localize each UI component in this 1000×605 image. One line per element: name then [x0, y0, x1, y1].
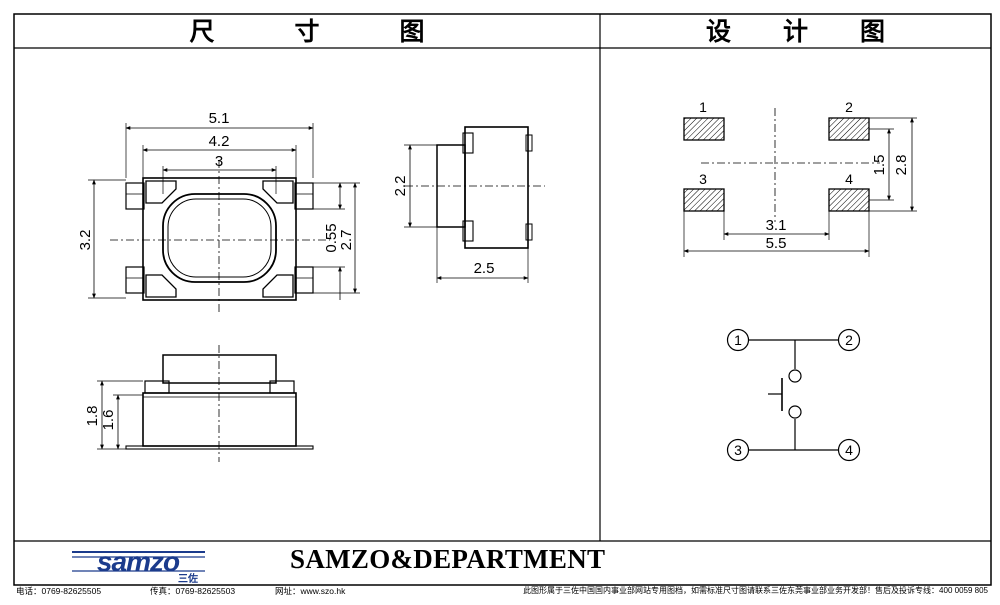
pad-label-4: 4	[845, 171, 853, 187]
pad-label-1: 1	[699, 99, 707, 115]
design-drawing-title: 设计图	[600, 15, 991, 47]
node-3	[726, 438, 750, 462]
title-char: 设	[705, 17, 731, 46]
pad-4	[828, 188, 870, 212]
front-view-labels: 1.8 1.6	[84, 406, 117, 431]
pad-2	[828, 117, 870, 141]
logo-subtext: 三佐	[178, 572, 198, 585]
title-char: 计	[782, 17, 808, 46]
footer-phone: 电话：0769-82625505	[16, 586, 102, 596]
title-char: 寸	[294, 17, 320, 46]
front-view	[97, 345, 314, 462]
dim-side-height: 2.2	[392, 176, 409, 197]
schematic-labels: 1 2 3 4	[734, 332, 853, 458]
dim-height-body: 2.7	[338, 230, 355, 251]
dim-height-outer: 3.2	[77, 230, 94, 251]
logo-wordmark: samzo	[97, 546, 180, 577]
pad-3	[683, 188, 725, 212]
dim-inner-x: 3.1	[766, 217, 787, 234]
node-4	[837, 438, 861, 462]
footer-website: 网址：www.szo.hk	[275, 586, 346, 596]
company-name: SAMZO&DEPARTMENT	[290, 544, 606, 574]
dim-total-height: 1.8	[84, 406, 101, 427]
dim-body-height: 1.6	[100, 410, 117, 431]
title-char: 尺	[189, 17, 215, 46]
node-2	[837, 328, 861, 352]
node-label-4: 4	[845, 442, 853, 458]
dim-side-depth: 2.5	[474, 260, 495, 277]
sheet-frame	[13, 13, 992, 586]
pad-1	[683, 117, 725, 141]
title-char: 图	[399, 17, 425, 46]
dim-width-inner: 3	[215, 153, 223, 170]
top-view-labels: 5.1 4.2 3 3.2 0.55 2.7	[77, 110, 355, 253]
footer-notice: 此图形属于三佐中国国内事业部网站专用图档，如需标准尺寸图请联系三佐东莞事业部业务…	[523, 586, 988, 595]
pad-layout-labels: 1 2 3 4 1.5 2.8 3.1 5.5	[699, 99, 910, 252]
dim-pin-width: 0.55	[323, 223, 340, 252]
side-view-labels: 2.2 2.5	[392, 176, 494, 277]
node-1	[726, 328, 750, 352]
pad-label-2: 2	[845, 99, 853, 115]
dim-width-outer: 5.1	[209, 110, 230, 127]
samzo-logo: samzo 三佐	[72, 546, 205, 585]
dimension-drawing-title: 尺寸图	[14, 15, 600, 47]
dim-span-y: 2.8	[893, 155, 910, 176]
node-label-2: 2	[845, 332, 853, 348]
node-label-1: 1	[734, 332, 742, 348]
footer-fax: 传真：0769-82625503	[150, 586, 236, 596]
pad-label-3: 3	[699, 171, 707, 187]
top-view	[88, 123, 360, 315]
side-view	[404, 126, 545, 283]
node-label-3: 3	[734, 442, 742, 458]
title-char: 图	[860, 17, 886, 46]
schematic	[726, 328, 861, 462]
dim-outer-x: 5.5	[766, 235, 787, 252]
pad-layout	[683, 108, 917, 257]
dim-width-body: 4.2	[209, 133, 230, 150]
dim-pitch-y: 1.5	[871, 155, 888, 176]
